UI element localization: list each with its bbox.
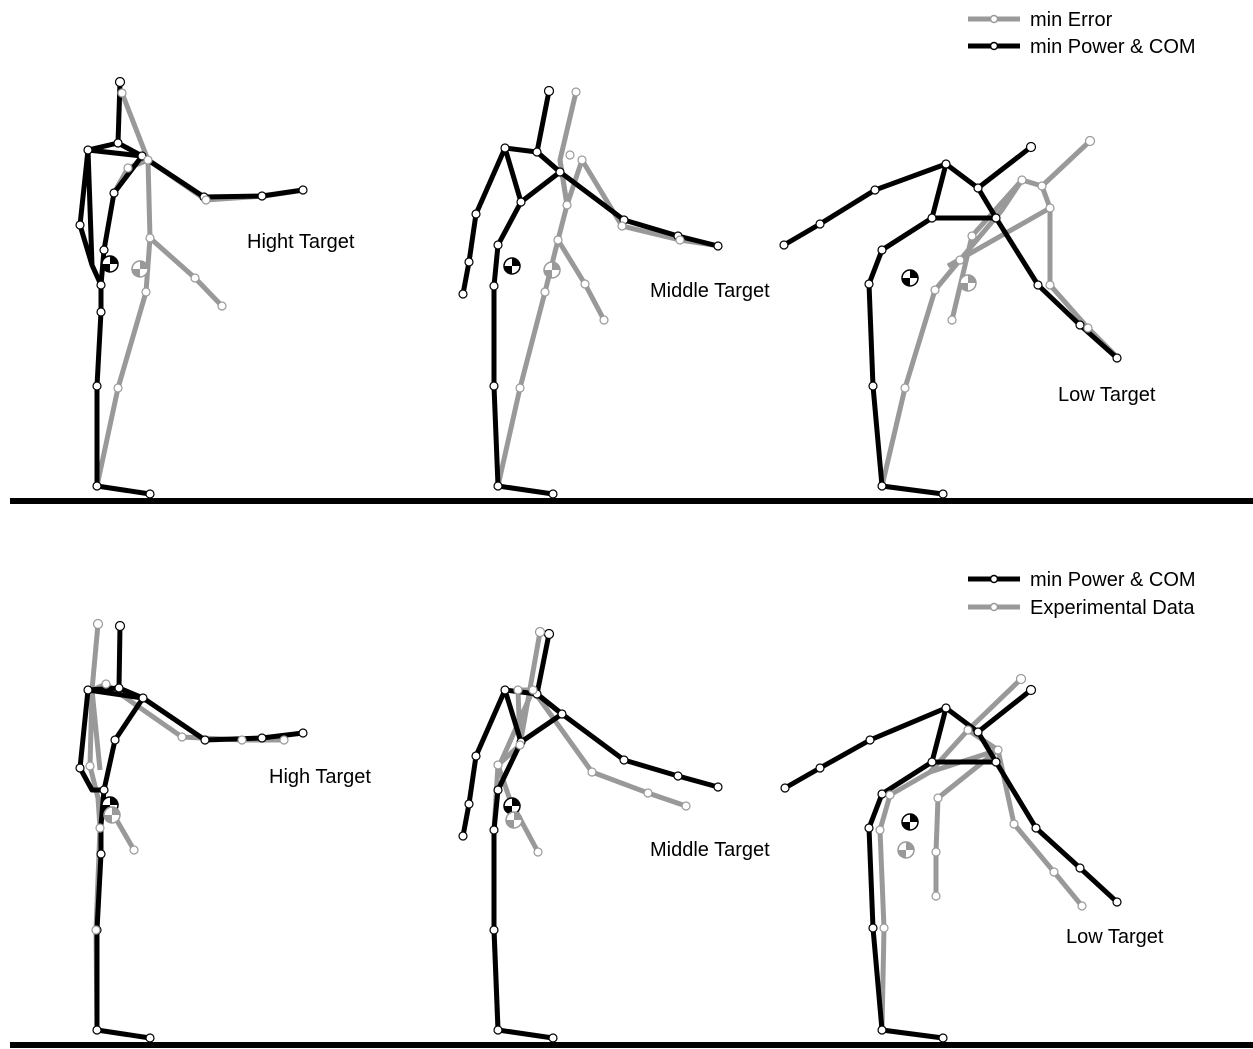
figure-low-min-power-b — [785, 690, 1117, 1038]
joints-low-b — [781, 686, 1121, 1043]
bottom-panel: min Power & COM Experimental Data High T… — [10, 569, 1253, 1045]
figure-high-min-power-b — [80, 626, 303, 1038]
legend-label: min Error — [1030, 9, 1113, 31]
legend-label: Experimental Data — [1030, 597, 1195, 619]
legend-item-min-power-com: min Power & COM — [968, 569, 1196, 591]
bottom-legend: min Power & COM Experimental Data — [968, 569, 1196, 619]
com-marker-gray — [104, 807, 120, 823]
figure-low-min-error — [882, 141, 1115, 486]
legend-item-experimental-data: Experimental Data — [968, 597, 1195, 619]
target-label-high: High Target — [269, 766, 371, 788]
target-label-middle: Middle Target — [650, 839, 770, 861]
com-marker-black — [902, 814, 918, 830]
joints-low-b-gray — [876, 675, 1086, 933]
target-label-low: Low Target — [1066, 926, 1164, 948]
top-panel: min Error min Power & COM Hight Target M… — [10, 9, 1253, 501]
target-label-low: Low Target — [1058, 384, 1156, 406]
figure-high-min-power — [80, 82, 303, 494]
com-marker-gray — [506, 812, 522, 828]
com-marker-gray — [132, 261, 148, 277]
figure-middle-min-power-b — [463, 634, 718, 1038]
com-marker-black — [504, 258, 520, 274]
com-marker-gray — [544, 262, 560, 278]
joints-high-b-gray — [86, 620, 288, 935]
joints-high — [76, 78, 307, 499]
com-marker-gray — [960, 275, 976, 291]
target-label-high: Hight Target — [247, 231, 355, 253]
com-marker-black — [902, 270, 918, 286]
target-label-middle: Middle Target — [650, 280, 770, 302]
com-marker-gray — [898, 842, 914, 858]
legend-label: min Power & COM — [1030, 569, 1196, 591]
top-legend: min Error min Power & COM — [968, 9, 1196, 58]
legend-item-min-power-com: min Power & COM — [968, 36, 1196, 58]
legend-item-min-error: min Error — [968, 9, 1113, 31]
legend-label: min Power & COM — [1030, 36, 1196, 58]
com-marker-black — [102, 256, 118, 272]
